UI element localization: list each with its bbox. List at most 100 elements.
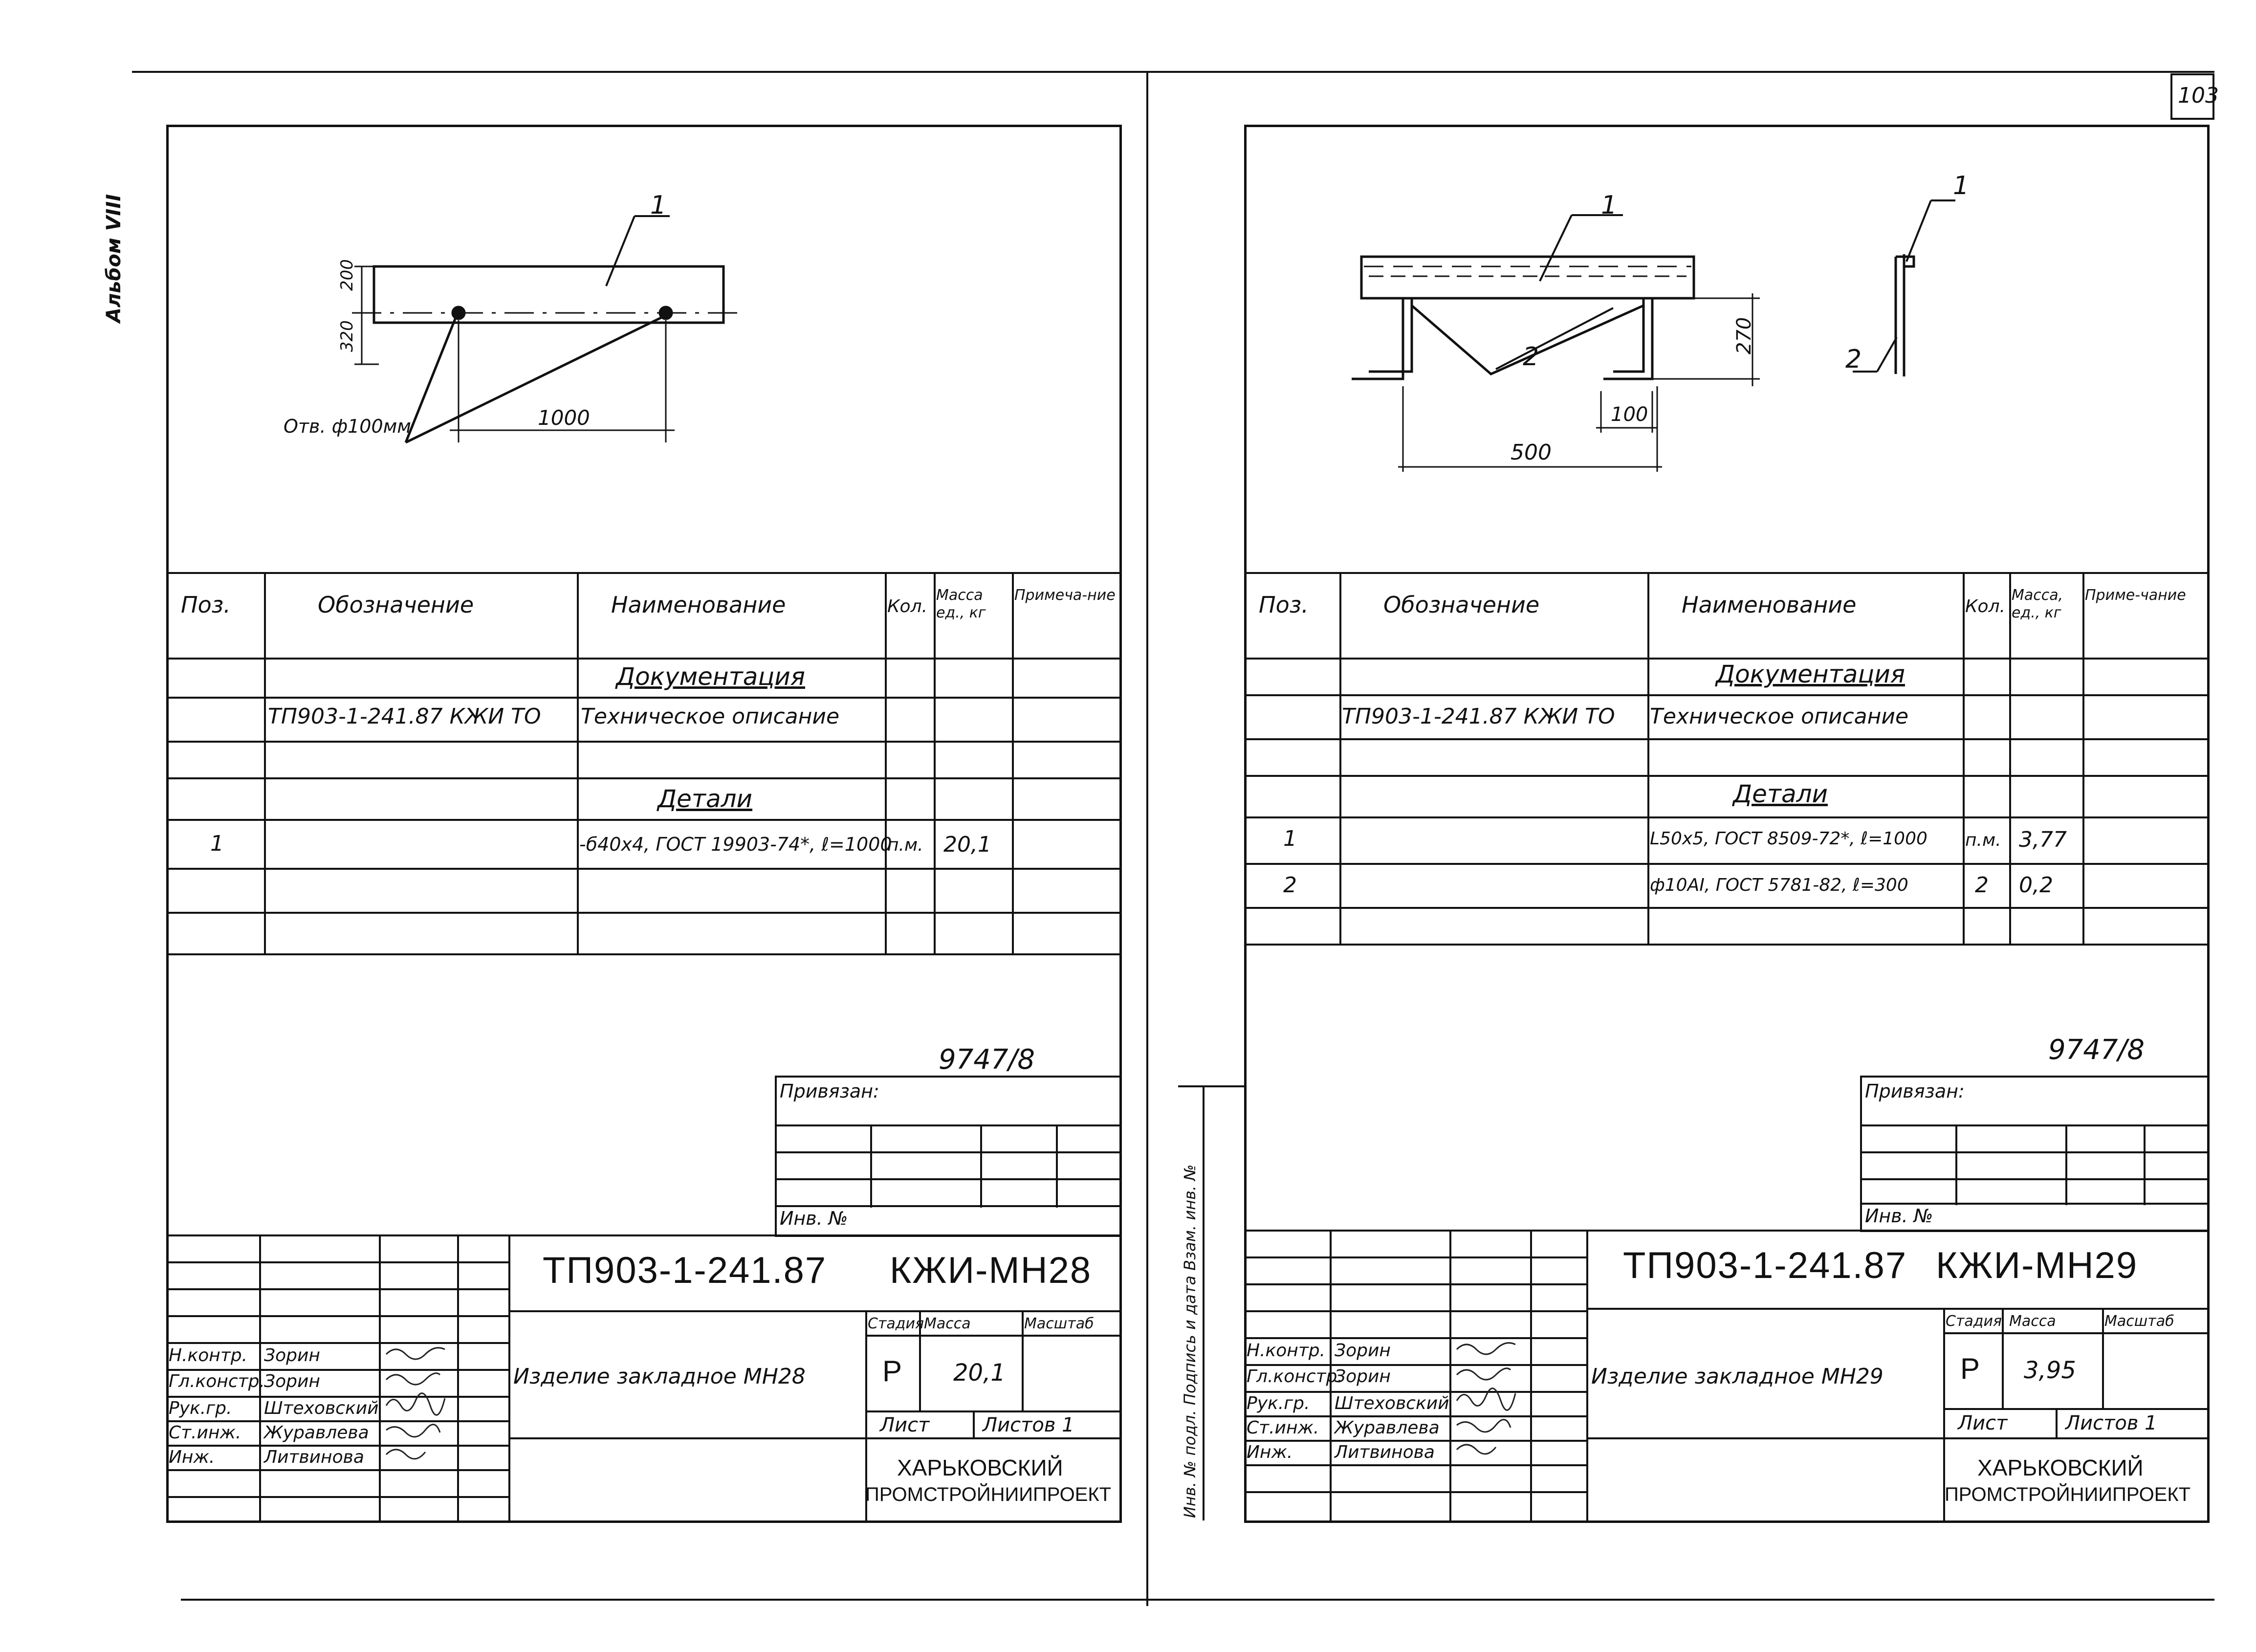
sheet-2-hdr-note: Приме-чание — [2085, 587, 2186, 604]
sheet-1-org-2: ПРОМСТРОЙНИИПРОЕКТ — [865, 1484, 1112, 1505]
sheet-2-sig-row — [1244, 1391, 1586, 1393]
sheet-2-signer: Литвинова — [1335, 1442, 1435, 1462]
sheet-2-sig-col — [1449, 1230, 1451, 1523]
sheet-2-mass: 3,95 — [2024, 1357, 2076, 1384]
sheet-1-row-line — [166, 741, 1122, 743]
sheet-2-dim-100: 100 — [1611, 403, 1648, 426]
sheet-1-col-line — [885, 572, 887, 953]
sheet-2-col-line — [2009, 572, 2011, 944]
sheet-1-row-mass: 20,1 — [943, 832, 991, 857]
sheet-1-stage-label: Стадия — [868, 1315, 924, 1332]
sheet-1-sig-row — [166, 1342, 508, 1344]
sheet-2-pos2: 2 — [1523, 342, 1539, 372]
sheet-2-col-line — [1339, 572, 1341, 944]
sheet-1-col-line — [1012, 572, 1014, 953]
sheet-2-sig-row — [1244, 1310, 1586, 1312]
sheet-1-sig-row — [166, 1469, 508, 1471]
page-number: 103 — [2178, 83, 2219, 108]
sheet-1-sig-row — [166, 1420, 508, 1422]
sheet-1-doc-designation: ТП903-1-241.87 КЖИ ТО — [268, 704, 541, 729]
sheet-2-sig-row — [1244, 1283, 1586, 1285]
sheet-2-pos1-side: 1 — [1953, 171, 1970, 200]
sheet-2-doc-designation: ТП903-1-241.87 КЖИ ТО — [1342, 704, 1615, 729]
sheet-1-tb-col — [973, 1410, 975, 1437]
sheet-1-privyazan-line — [775, 1124, 1122, 1126]
sheet-2-hdr-designation: Обозначение — [1383, 592, 1540, 618]
sheet-1-hdr-qty: Кол. — [887, 596, 928, 617]
sheet-2-privyazan-line — [1860, 1178, 2210, 1180]
sheet-2-item-name: Изделие закладное МН29 — [1591, 1364, 1884, 1389]
sheet-1-privyazan-line — [775, 1178, 1122, 1180]
sheet-1-sig-row — [166, 1261, 508, 1263]
sheet-2-table-bottom — [1244, 944, 2210, 946]
sheet-1-signer: Штеховский — [264, 1398, 379, 1418]
sheet-1-inventory: 9747/8 — [939, 1044, 1035, 1076]
sheet-1-role: Н.контр. — [169, 1345, 248, 1366]
sheet-1-tb-line — [508, 1437, 1122, 1439]
sheet-1-privyazan-col — [1056, 1124, 1058, 1208]
sheet-1-row-name: -б40х4, ГОСТ 19903-74*, ℓ=1000 — [579, 834, 892, 855]
sheet-2-stage-label: Стадия — [1946, 1313, 2002, 1330]
sheet-1-signer: Зорин — [264, 1345, 320, 1366]
sheet-2-tb-col — [2002, 1308, 2004, 1408]
sheet-1-table-hdr-bottom — [166, 658, 1122, 660]
sheet-2-row-pos: 2 — [1283, 873, 1297, 898]
sheet-1-row-line — [166, 912, 1122, 914]
sheet-1-row-line — [166, 697, 1122, 699]
sheet-1-privyazan: Привязан: — [780, 1080, 879, 1102]
sheet-2-row-pos: 1 — [1283, 826, 1297, 851]
sheet-2-sig-row — [1244, 1440, 1586, 1442]
sheet-1-table-bottom — [166, 953, 1122, 955]
sheet-2-privyazan-col — [2144, 1124, 2146, 1205]
sheet-2-sig-row — [1244, 1491, 1586, 1493]
sheet-1-section-docs: Документация — [616, 662, 805, 691]
sheet-2-privyazan-col — [2065, 1124, 2067, 1205]
sheet-1-tb-mid — [508, 1310, 1122, 1312]
sheet-1-signer: Литвинова — [264, 1447, 364, 1467]
sheet-2-privyazan-col — [1955, 1124, 1957, 1205]
sheet-1-hdr-name: Наименование — [611, 592, 786, 618]
sheet-1-tb-col — [919, 1310, 921, 1410]
sheet-1-mass-label: Масса — [924, 1315, 971, 1332]
sheet-2-row-line — [1244, 775, 2210, 777]
sheet-2-row-name: L50х5, ГОСТ 8509-72*, ℓ=1000 — [1650, 829, 1927, 849]
sheet-1-dim-1000: 1000 — [538, 406, 590, 430]
sheet-2-role: Инж. — [1247, 1442, 1293, 1462]
sheet-2-tb-line — [1586, 1437, 2210, 1439]
sheet-2-side-line — [1178, 1085, 1244, 1087]
sheet-2-row-line — [1244, 694, 2210, 696]
sheet-1-table-top — [166, 572, 1122, 574]
sheet-2-table-hdr-bottom — [1244, 658, 2210, 660]
sheet-1-col-line — [264, 572, 266, 953]
sheet-1-sig-row — [166, 1288, 508, 1290]
bottom-rule — [181, 1599, 2214, 1601]
sheet-1-role: Ст.инж. — [169, 1423, 241, 1443]
sheet-2-doc-name: Техническое описание — [1650, 704, 1909, 729]
sheet-2-row-line — [1244, 863, 2210, 865]
sheet-2-hdr-qty: Кол. — [1965, 596, 2006, 617]
page-divider — [1146, 71, 1148, 1606]
sheet-1-privyazan-line — [775, 1205, 1122, 1207]
sheet-2-pos1: 1 — [1601, 191, 1618, 220]
sheet-2-row-line — [1244, 738, 2210, 740]
sheet-2-row-line — [1244, 816, 2210, 818]
sheet-1-sheet-label: Лист — [880, 1414, 930, 1436]
sheet-1-tb-line — [865, 1410, 1122, 1412]
sheet-2-side-column — [1203, 1085, 1205, 1520]
sheet-2-section-docs: Документация — [1716, 660, 1905, 688]
sheet-2-role: Ст.инж. — [1247, 1418, 1319, 1438]
sheet-2-tb-line — [1943, 1408, 2210, 1410]
sheet-1-row-line — [166, 868, 1122, 870]
sheet-1-mark: КЖИ-МН28 — [890, 1250, 1092, 1291]
sheet-2-sig-row — [1244, 1364, 1586, 1366]
sheet-2-sig-col — [1530, 1230, 1532, 1523]
sheet-1-scale-label: Масштаб — [1024, 1315, 1094, 1332]
sheet-2-inventory: 9747/8 — [2048, 1034, 2145, 1066]
sheet-1-sig-row — [166, 1315, 508, 1317]
sheet-1-tb-col — [1022, 1310, 1024, 1410]
sheet-2-sig-col — [1330, 1230, 1332, 1523]
sheet-2-tb-col — [2056, 1408, 2058, 1437]
sheet-1-row-qty: п.м. — [887, 835, 923, 855]
sheet-2-code: ТП903-1-241.87 — [1623, 1245, 1907, 1286]
